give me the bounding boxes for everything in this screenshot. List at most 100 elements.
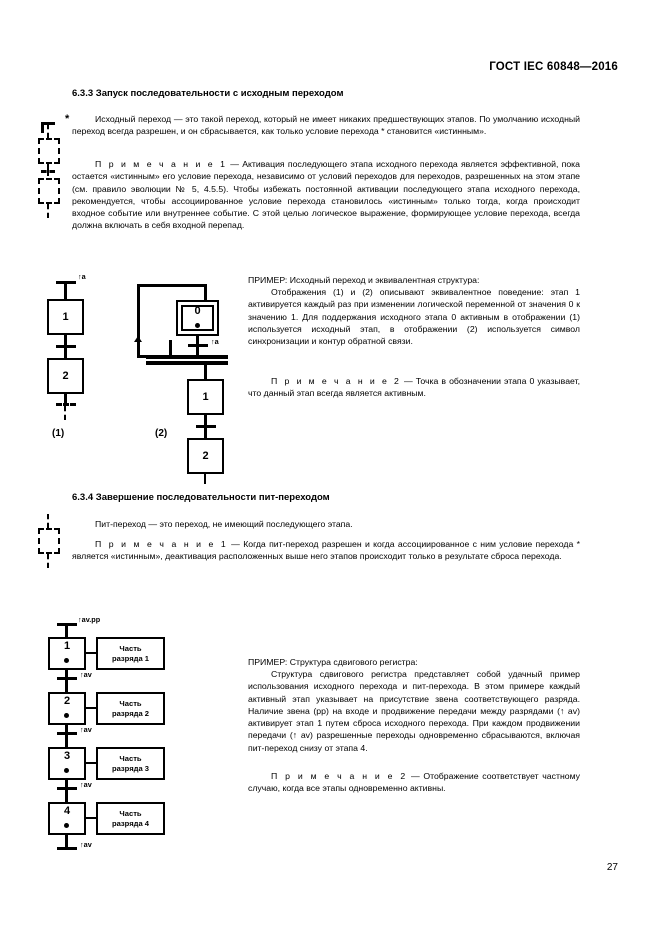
shift-register-step-3: 3 <box>48 747 86 780</box>
note-1-pit-transition: П р и м е ч а н и е 1 — Когда пит-перехо… <box>72 538 580 563</box>
shift-register-step-1: 1 <box>48 637 86 670</box>
diagram2-active-step-dot <box>195 323 200 328</box>
diagram2-feedback-riser <box>169 340 172 358</box>
diagram1-link-pit <box>64 406 66 420</box>
shift-register-step-3-active-dot <box>64 768 69 773</box>
diagram2-sync-bar-upper <box>146 355 228 359</box>
initial-transition-bar <box>41 122 55 125</box>
diagram2-link-below-step0 <box>196 336 199 358</box>
link-below-initial-transition <box>47 124 49 138</box>
shift-register-action-link-3 <box>86 762 96 764</box>
paragraph-text: Пит-переход — это переход, не имеющий по… <box>95 519 353 529</box>
diagram2-transition-bar-top <box>188 344 208 347</box>
diagram1-link-bottom <box>64 394 67 406</box>
paragraph-initial-transition-definition: Исходный переход — это такой переход, ко… <box>72 113 580 138</box>
shift-register-top-condition: ↑av.pp <box>78 615 101 624</box>
paragraph-text: Исходный переход — это такой переход, ко… <box>72 114 580 137</box>
note-2-initial-step-dot: П р и м е ч а н и е 2 — Точка в обозначе… <box>248 375 580 400</box>
example-heading-text: ПРИМЕР: Структура сдвигового регистра: <box>248 657 418 667</box>
diagram2-link-to-step1 <box>204 365 207 379</box>
diagram2-link-into-step0 <box>204 284 207 300</box>
action-line-1: Часть <box>119 643 142 653</box>
shift-register-action-link-4 <box>86 817 96 819</box>
section-heading-6-3-4: 6.3.4 Завершение последовательности пит-… <box>72 492 330 503</box>
action-line-2: разряда 2 <box>111 708 150 718</box>
shift-register-transition-condition-2: ↑av <box>80 725 92 734</box>
note-label: П р и м е ч а н и е 1 <box>95 159 228 169</box>
diagram1-top-condition: ↑a <box>78 272 86 281</box>
document-header-standard-number: ГОСТ IEC 60848—2016 <box>489 61 618 73</box>
action-line-1: Часть <box>119 698 142 708</box>
diagram1-bottom-transition-bar <box>56 403 76 406</box>
diagram2-label: (2) <box>155 428 168 439</box>
note-2-shift-register: П р и м е ч а н и е 2 — Отображение соот… <box>248 770 580 795</box>
diagram2-step-2: 2 <box>187 438 224 474</box>
example-2-heading: ПРИМЕР: Структура сдвигового регистра: <box>248 656 580 668</box>
diagram2-condition: ↑a <box>211 337 219 346</box>
shift-register-link-2-3 <box>65 725 68 747</box>
shift-register-transition-bar-1 <box>57 677 77 680</box>
example-1-body: Отображения (1) и (2) описывают эквивале… <box>248 286 580 347</box>
pit-margin-dashed-step-box <box>38 528 60 554</box>
shift-register-link-1-2 <box>65 670 68 692</box>
shift-register-link-bottom <box>65 835 68 850</box>
example-2-body: Структура сдвигового регистра представля… <box>248 668 580 754</box>
pit-margin-link-bottom <box>47 554 49 568</box>
shift-register-step-4: 4 <box>48 802 86 835</box>
dashed-step-box-1 <box>38 138 60 164</box>
transition-bar-dashed <box>41 170 55 173</box>
shift-register-transition-condition-3: ↑av <box>80 780 92 789</box>
note-label: П р и м е ч а н и е 2 <box>271 771 408 781</box>
action-line-1: Часть <box>119 808 142 818</box>
diagram1-transition-bar <box>56 345 76 348</box>
action-line-2: разряда 1 <box>111 653 150 663</box>
diagram1-step-1: 1 <box>47 299 84 335</box>
note-label: П р и м е ч а н и е 1 <box>95 539 228 549</box>
diagram2-link-bottom <box>204 474 206 484</box>
shift-register-transition-bar-3 <box>57 787 77 790</box>
diagram2-step-1: 1 <box>187 379 224 415</box>
shift-register-action-box-4: Часть разряда 4 <box>96 802 165 835</box>
initial-transition-left-stub <box>41 122 44 133</box>
paragraph-pit-transition-definition: Пит-переход — это переход, не имеющий по… <box>72 518 580 530</box>
diagram2-sync-bar-lower <box>146 361 228 365</box>
example-heading-text: ПРИМЕР: Исходный переход и эквивалентная… <box>248 275 480 285</box>
section-heading-6-3-3: 6.3.3 Запуск последовательности с исходн… <box>72 88 344 99</box>
action-line-2: разряда 4 <box>111 818 150 828</box>
dashed-step-box-2 <box>38 178 60 204</box>
shift-register-transition-condition-1: ↑av <box>80 670 92 679</box>
note-body: — Активация последующего этапа исходного… <box>72 159 581 231</box>
shift-register-bottom-condition: ↑av <box>80 840 92 849</box>
shift-register-step-2-active-dot <box>64 713 69 718</box>
action-line-2: разряда 3 <box>111 763 150 773</box>
example-body-text: Структура сдвигового регистра представля… <box>248 669 580 753</box>
note-body: — Точка в обозначении этапа 0 указывает,… <box>248 376 581 399</box>
diagram1-step-2: 2 <box>47 358 84 394</box>
note-1-initial-transition: П р и м е ч а н и е 1 — Активация послед… <box>72 158 580 232</box>
shift-register-step-2: 2 <box>48 692 86 725</box>
asterisk-condition-symbol: * <box>65 113 70 125</box>
action-line-1: Часть <box>119 753 142 763</box>
shift-register-link-3-4 <box>65 780 68 802</box>
diagram2-transition-bar-mid <box>196 425 216 428</box>
shift-register-link-top <box>65 623 68 637</box>
note-body: — Когда пит-переход разрешен и когда асс… <box>72 539 580 562</box>
note-body: — Отображение соответствует частному слу… <box>248 771 581 794</box>
shift-register-transition-bar-2 <box>57 732 77 735</box>
page-number: 27 <box>606 862 618 873</box>
shift-register-step-4-active-dot <box>64 823 69 828</box>
diagram2-feedback-arrow-icon <box>134 336 142 342</box>
diagram1-label: (1) <box>52 428 65 439</box>
shift-register-action-box-3: Часть разряда 3 <box>96 747 165 780</box>
shift-register-pit-transition-bar <box>57 847 77 850</box>
shift-register-action-link-2 <box>86 707 96 709</box>
diagram2-initial-step-0-number: 0 <box>194 305 201 317</box>
diagram2-feedback-left <box>137 284 140 358</box>
example-1-heading: ПРИМЕР: Исходный переход и эквивалентная… <box>248 274 580 286</box>
shift-register-action-link-1 <box>86 652 96 654</box>
shift-register-action-box-1: Часть разряда 1 <box>96 637 165 670</box>
shift-register-step-1-active-dot <box>64 658 69 663</box>
note-label: П р и м е ч а н и е 2 <box>271 376 401 386</box>
diagram2-feedback-top <box>137 284 207 287</box>
